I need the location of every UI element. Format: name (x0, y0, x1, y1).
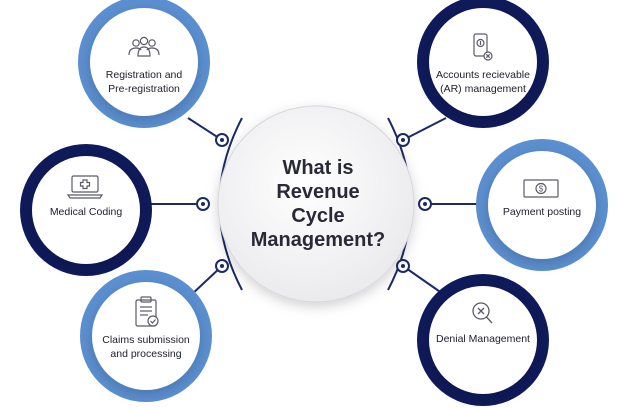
node-label-claims: Claims submission and processing (102, 334, 190, 360)
node-payment-posting (476, 139, 608, 271)
center-title: What is Revenue Cycle Management? (250, 157, 386, 251)
dollar-bill-icon: $ (523, 179, 559, 198)
node-accounts-receivable (417, 0, 549, 128)
node-label-payment-posting: Payment posting (502, 206, 582, 218)
connector-dot (418, 197, 432, 211)
connector-dot (215, 133, 229, 147)
laptop-medical-icon (66, 175, 104, 199)
connector-dot (396, 133, 410, 147)
magnifier-x-icon (472, 302, 493, 324)
svg-text:$: $ (539, 185, 544, 194)
node-registration (78, 0, 210, 128)
node-label-accounts-receivable: Accounts recievable (AR) management (436, 69, 530, 95)
node-label-denial: Denial Management (436, 333, 530, 345)
connector-dot (396, 259, 410, 273)
node-label-medical-coding: Medical Coding (49, 206, 123, 218)
center-circle (217, 105, 415, 303)
node-label-registration: Registration and Pre-registration (105, 69, 183, 95)
connector-dot (196, 197, 210, 211)
phone-coin-icon (473, 33, 493, 61)
clipboard-check-icon (135, 296, 159, 327)
connector-claims (189, 265, 223, 297)
node-medical-coding (20, 144, 152, 276)
node-claims (80, 270, 212, 402)
node-denial (417, 274, 549, 406)
connector-accounts-receivable (402, 117, 447, 141)
people-icon (128, 36, 160, 57)
connector-dot (215, 259, 229, 273)
